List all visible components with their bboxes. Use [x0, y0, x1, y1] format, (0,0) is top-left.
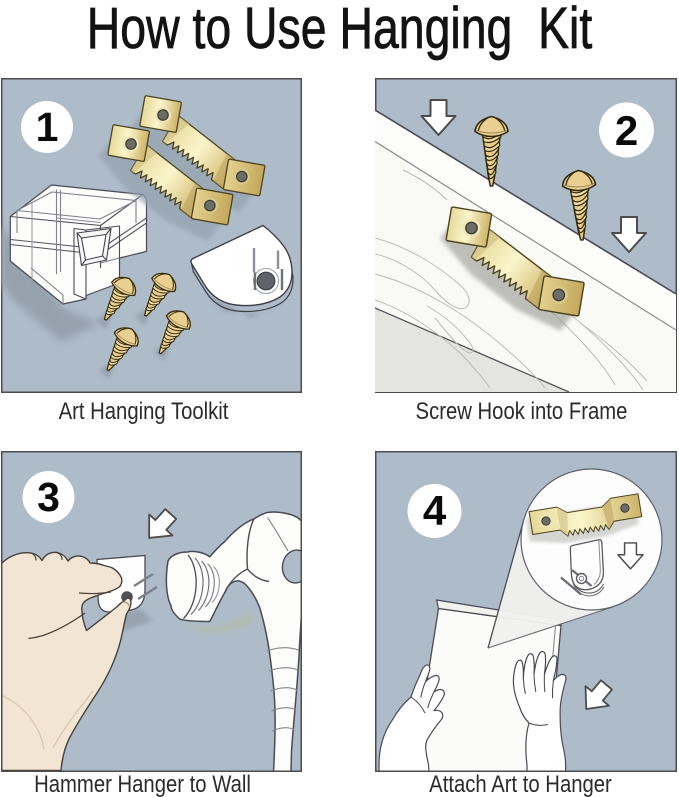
svg-text:2: 2 [615, 107, 638, 154]
svg-text:1: 1 [36, 104, 59, 150]
svg-text:3: 3 [37, 474, 60, 520]
svg-text:4: 4 [423, 487, 447, 534]
